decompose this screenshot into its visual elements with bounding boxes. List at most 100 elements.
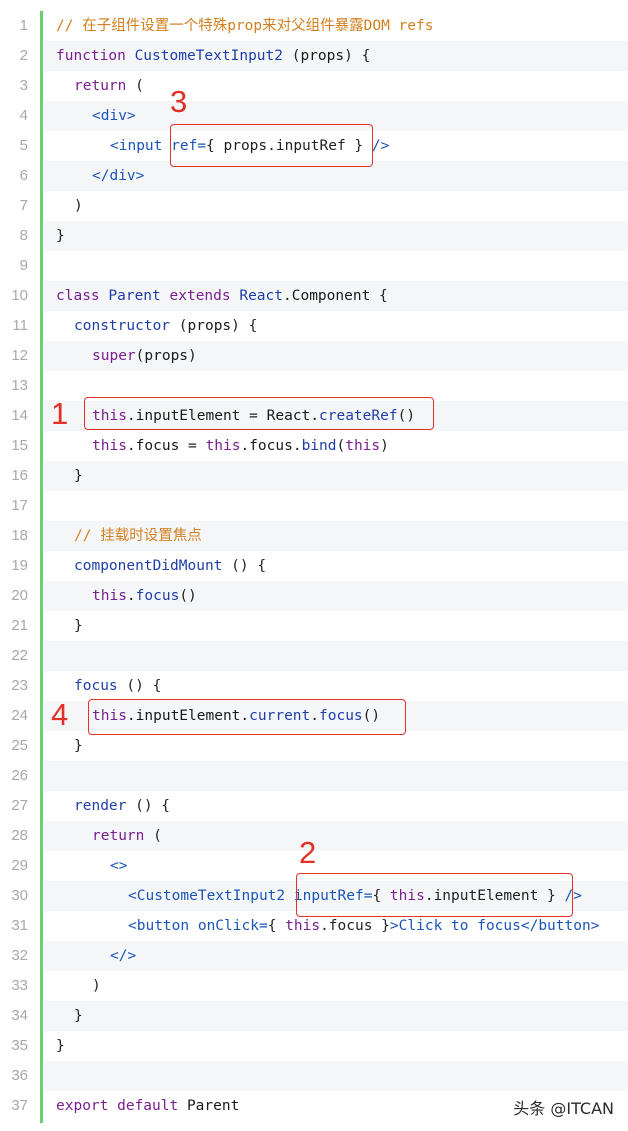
code-text: <CustomeTextInput2 inputRef={ this.input… — [128, 881, 582, 911]
code-token: ( — [126, 78, 144, 94]
code-token: current — [249, 708, 311, 724]
code-text: } — [74, 611, 83, 641]
code-token: focus — [135, 588, 180, 604]
line-number: 20 — [11, 587, 28, 604]
line-number: 11 — [12, 317, 28, 334]
code-token: . — [126, 588, 136, 604]
code-token: ( — [144, 828, 162, 844]
code-line: 8} — [0, 221, 628, 251]
line-number: 5 — [19, 137, 28, 154]
code-token: <input — [110, 138, 172, 154]
line-number: 17 — [11, 497, 28, 514]
annotation-marker-2: 2 — [299, 835, 317, 870]
line-number: 34 — [11, 1007, 28, 1024]
code-token: { props.inputRef } — [206, 138, 364, 154]
annotation-box-3 — [170, 124, 373, 167]
code-line: 21} — [0, 611, 628, 641]
code-token: function — [56, 48, 135, 64]
code-token: ) — [92, 978, 101, 994]
code-line: 32 </> — [0, 941, 628, 971]
code-line: 1// 在子组件设置一个特殊prop来对父组件暴露DOM refs — [0, 11, 628, 41]
code-line: 22 — [0, 641, 628, 671]
code-text: focus () { — [74, 671, 161, 701]
code-token: this — [92, 408, 127, 424]
code-token: ) { — [344, 48, 371, 64]
annotation-box-4 — [88, 699, 406, 735]
code-text: componentDidMount () { — [74, 551, 266, 581]
line-number: 25 — [11, 737, 28, 754]
code-token: </div> — [92, 168, 145, 184]
code-line: 6</div> — [0, 161, 628, 191]
code-token: super — [92, 348, 136, 364]
code-text: this.inputElement.current.focus() — [92, 701, 380, 731]
code-token: focus — [319, 708, 363, 724]
code-token: ) { — [231, 318, 258, 334]
code-text: render () { — [74, 791, 170, 821]
code-text: } — [56, 1031, 65, 1061]
code-text: this.inputElement = React.createRef() — [92, 401, 415, 431]
code-token: } — [56, 1038, 65, 1054]
code-token: /> — [363, 138, 390, 154]
code-text: return ( — [74, 71, 144, 101]
line-number: 13 — [11, 377, 28, 394]
code-token: . — [126, 708, 136, 724]
code-line: 5 <input ref={ props.inputRef } /> — [0, 131, 628, 161]
code-token: bind — [301, 438, 337, 454]
code-line: 29<> — [0, 851, 628, 881]
code-text: ) — [92, 971, 101, 1001]
code-token: class — [56, 288, 109, 304]
code-token: React — [239, 288, 283, 304]
code-token: extends — [169, 288, 240, 304]
code-line: 34} — [0, 1001, 628, 1031]
code-token: this — [389, 888, 425, 904]
line-number: 30 — [11, 887, 28, 904]
code-token: = — [179, 438, 206, 454]
code-token: . — [292, 438, 302, 454]
code-token: } — [74, 618, 83, 634]
annotation-marker-4: 4 — [51, 697, 69, 732]
line-number: 9 — [19, 257, 28, 274]
code-line: 30 <CustomeTextInput2 inputRef={ this.inp… — [0, 881, 628, 911]
code-token: ( — [135, 348, 145, 364]
code-token: this — [92, 588, 127, 604]
code-token: constructor — [74, 318, 171, 334]
code-text: <input ref={ props.inputRef } /> — [110, 131, 389, 161]
code-line: 35} — [0, 1031, 628, 1061]
line-number: 2 — [19, 47, 28, 64]
line-number: 22 — [11, 647, 28, 664]
code-text: return ( — [92, 821, 162, 851]
code-token: componentDidMount — [74, 558, 223, 574]
code-text: constructor (props) { — [74, 311, 257, 341]
code-token: this — [205, 438, 241, 454]
code-token: ) — [188, 348, 197, 364]
code-token: </> — [110, 948, 137, 964]
code-token: inputElement — [135, 408, 241, 424]
code-text: } — [74, 1001, 83, 1031]
line-number: 21 — [11, 617, 28, 634]
code-line: 33) — [0, 971, 628, 1001]
code-token: . — [240, 708, 250, 724]
line-number: 24 — [11, 707, 28, 724]
line-number: 27 — [11, 797, 28, 814]
code-token: = — [240, 408, 267, 424]
line-number: 36 — [11, 1067, 28, 1084]
code-token: // 挂载时设置焦点 — [74, 528, 202, 544]
annotation-marker-3: 3 — [170, 84, 188, 119]
code-token: default — [117, 1098, 187, 1114]
line-number: 32 — [11, 947, 28, 964]
code-line: 16} — [0, 461, 628, 491]
code-line: 31<button onClick={ this.focus }>Click t… — [0, 911, 628, 941]
code-token: () { — [222, 558, 267, 574]
code-line: 17 — [0, 491, 628, 521]
code-text: class Parent extends React.Component { — [56, 281, 388, 311]
code-token: focus — [74, 678, 118, 694]
